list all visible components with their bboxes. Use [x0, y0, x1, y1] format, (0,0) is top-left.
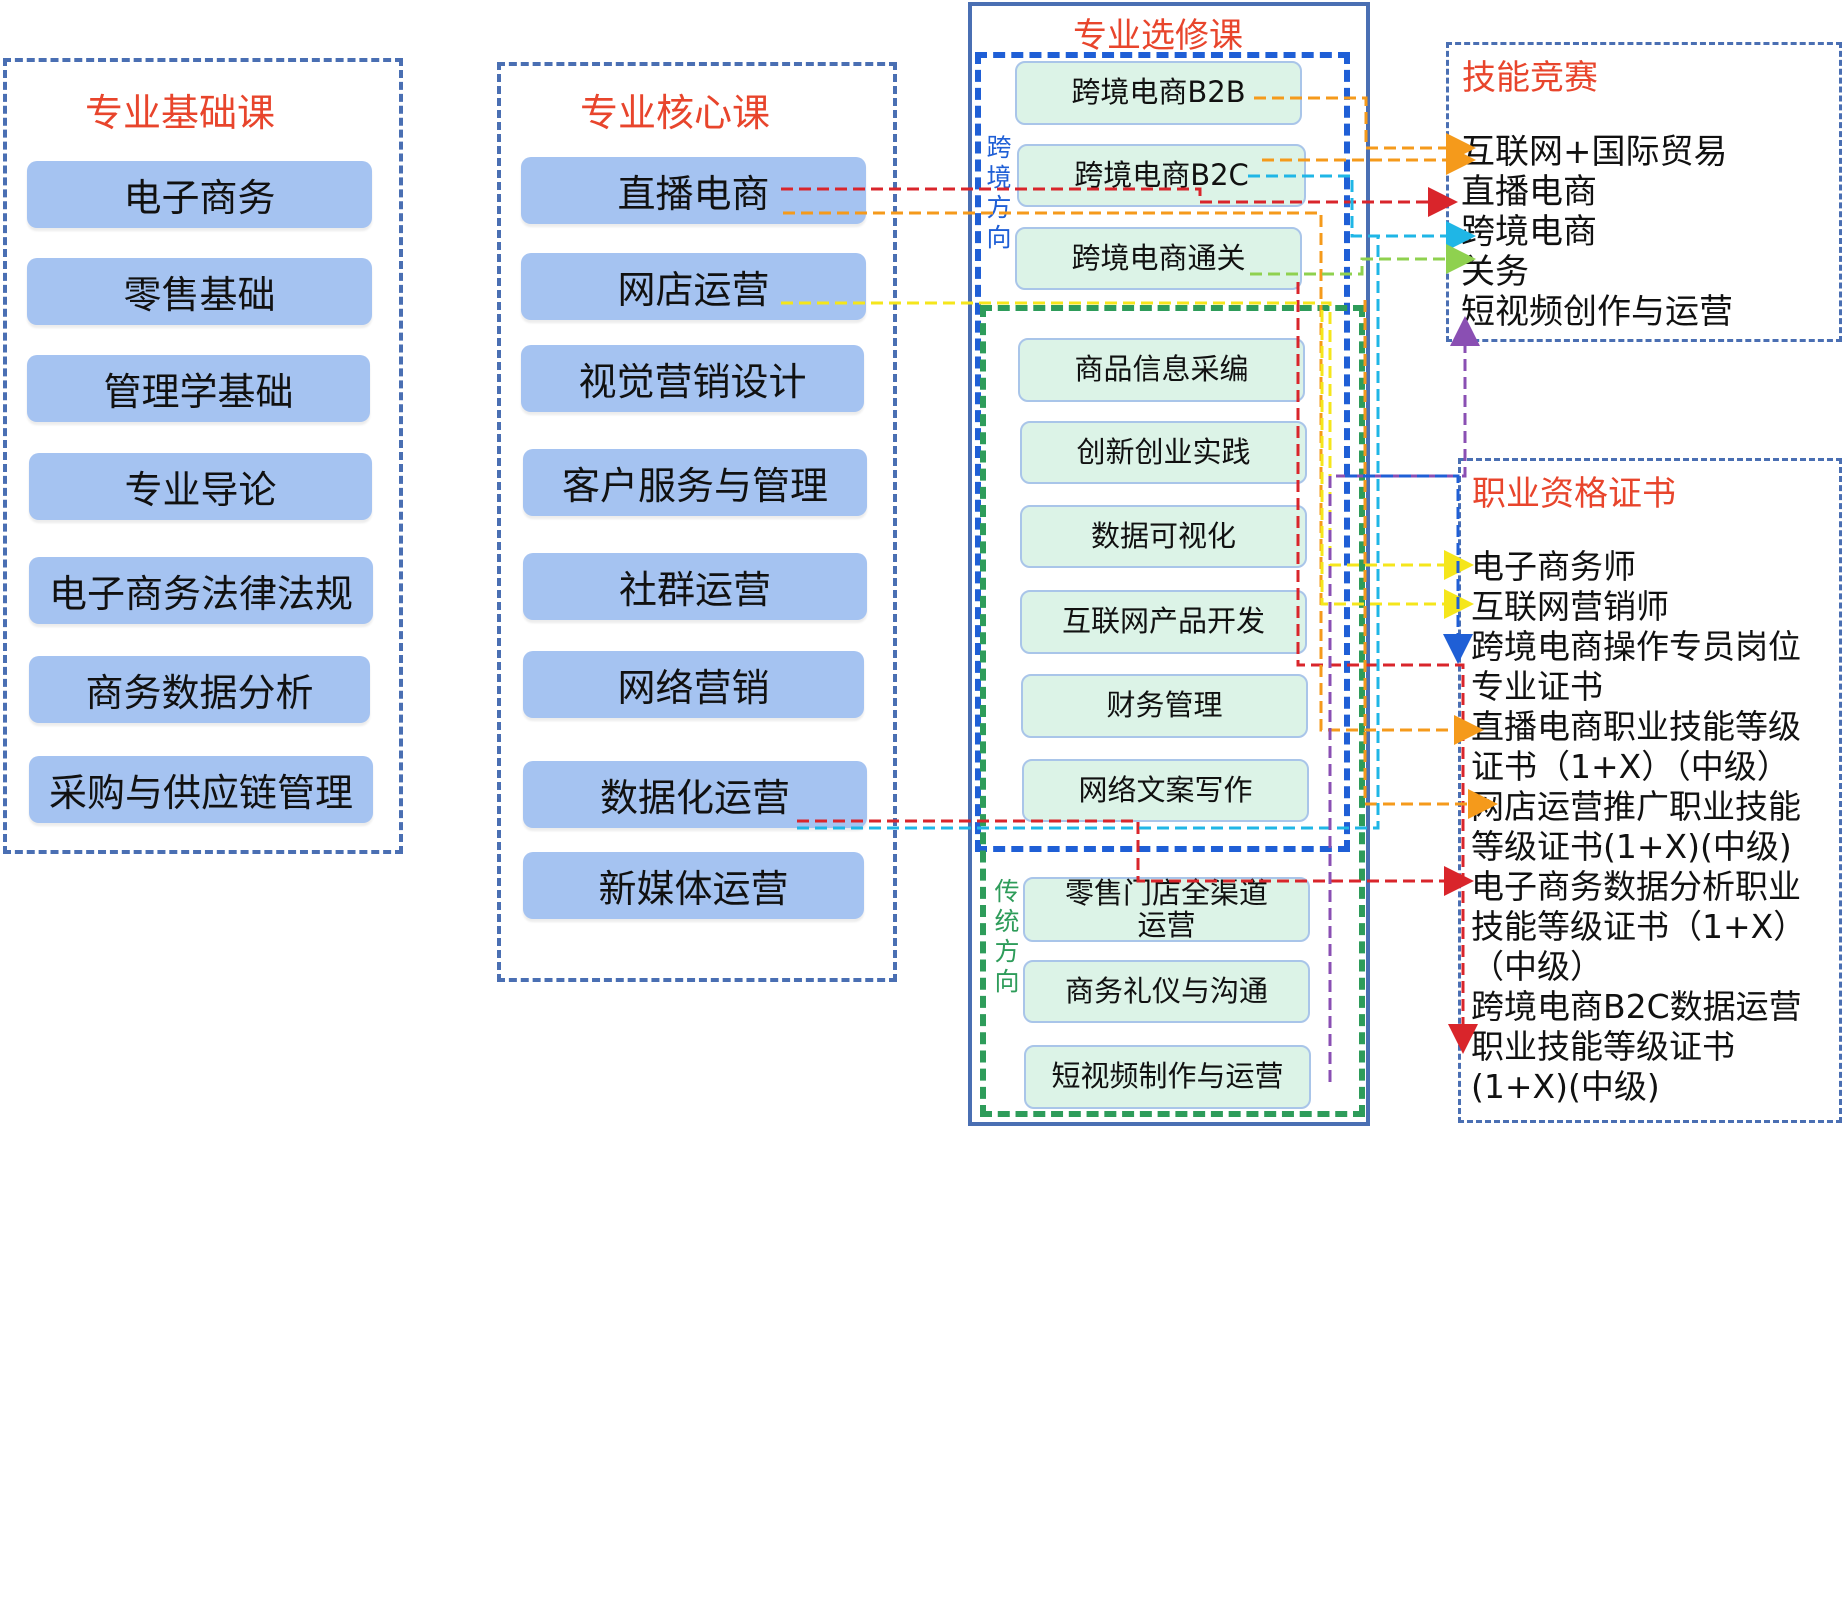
foundation-title: 专业基础课: [85, 91, 276, 135]
elective-course: 跨境电商通关: [1015, 227, 1302, 290]
elective-course: 互联网产品开发: [1020, 590, 1307, 654]
foundation-course: 零售基础: [27, 258, 372, 325]
competition-item: 短视频创作与运营: [1461, 292, 1733, 332]
competition-item: 跨境电商: [1461, 212, 1597, 252]
elective-course: 创新创业实践: [1020, 421, 1307, 484]
competition-item: 直播电商: [1461, 172, 1597, 212]
elective-course: 跨境电商B2B: [1015, 61, 1302, 125]
foundation-course: 电子商务法律法规: [29, 557, 373, 624]
core-title: 专业核心课: [580, 91, 771, 135]
link-orange-cert: [1363, 300, 1498, 819]
foundation-course: 专业导论: [29, 453, 372, 520]
link-cyan: [1248, 174, 1476, 251]
foundation-course: 管理学基础: [27, 355, 370, 422]
link-yellow: [781, 301, 1474, 580]
core-course: 社群运营: [523, 553, 867, 620]
foundation-course: 采购与供应链管理: [29, 756, 373, 823]
certificate-box: [1458, 458, 1842, 1123]
link-red-data: [797, 819, 1474, 896]
foundation-course: 电子商务: [27, 161, 372, 228]
core-box: [497, 62, 897, 982]
link-cyan-data: [797, 236, 1380, 830]
link-red: [781, 187, 1458, 217]
elective-course: 数据可视化: [1020, 505, 1307, 568]
link-purple: [1328, 316, 1480, 1082]
competition-title: 技能竞赛: [1462, 58, 1598, 98]
cross-border-label: 跨境方向: [986, 133, 1012, 252]
core-course: 网络营销: [523, 651, 864, 718]
certificate-title: 职业资格证书: [1472, 474, 1676, 514]
elective-course: 短视频制作与运营: [1024, 1045, 1311, 1109]
elective-title: 专业选修课: [1073, 16, 1243, 56]
link-blue: [1345, 474, 1473, 664]
elective-course: 商务礼仪与沟通: [1023, 960, 1310, 1023]
core-course: 新媒体运营: [523, 852, 864, 919]
core-course: 网店运营: [521, 253, 866, 320]
traditional-box: [980, 305, 1365, 1117]
elective-course: 零售门店全渠道运营: [1023, 877, 1310, 942]
link-red-cert: [1296, 282, 1478, 1054]
cross-border-box: [975, 52, 1350, 852]
core-course: 视觉营销设计: [521, 345, 864, 412]
elective-course: 商品信息采编: [1018, 338, 1305, 402]
link-lime: [1250, 244, 1476, 276]
link-orange-b2b: [1254, 96, 1476, 163]
link-yellow-2: [1320, 310, 1474, 619]
foundation-course: 商务数据分析: [29, 656, 370, 723]
elective-course: 网络文案写作: [1022, 759, 1309, 822]
elective-course: 跨境电商B2C: [1017, 144, 1306, 207]
core-course: 数据化运营: [523, 761, 867, 828]
competition-item: 互联网+国际贸易: [1461, 132, 1728, 172]
core-course: 客户服务与管理: [523, 449, 867, 516]
elective-course: 财务管理: [1021, 674, 1308, 738]
link-orange: [783, 211, 1484, 745]
foundation-box: [3, 58, 403, 854]
traditional-label: 传统方向: [994, 877, 1020, 996]
certificate-list: 电子商务师 互联网营销师 跨境电商操作专员岗位 专业证书 直播电商职业技能等级 …: [1471, 547, 1807, 1106]
